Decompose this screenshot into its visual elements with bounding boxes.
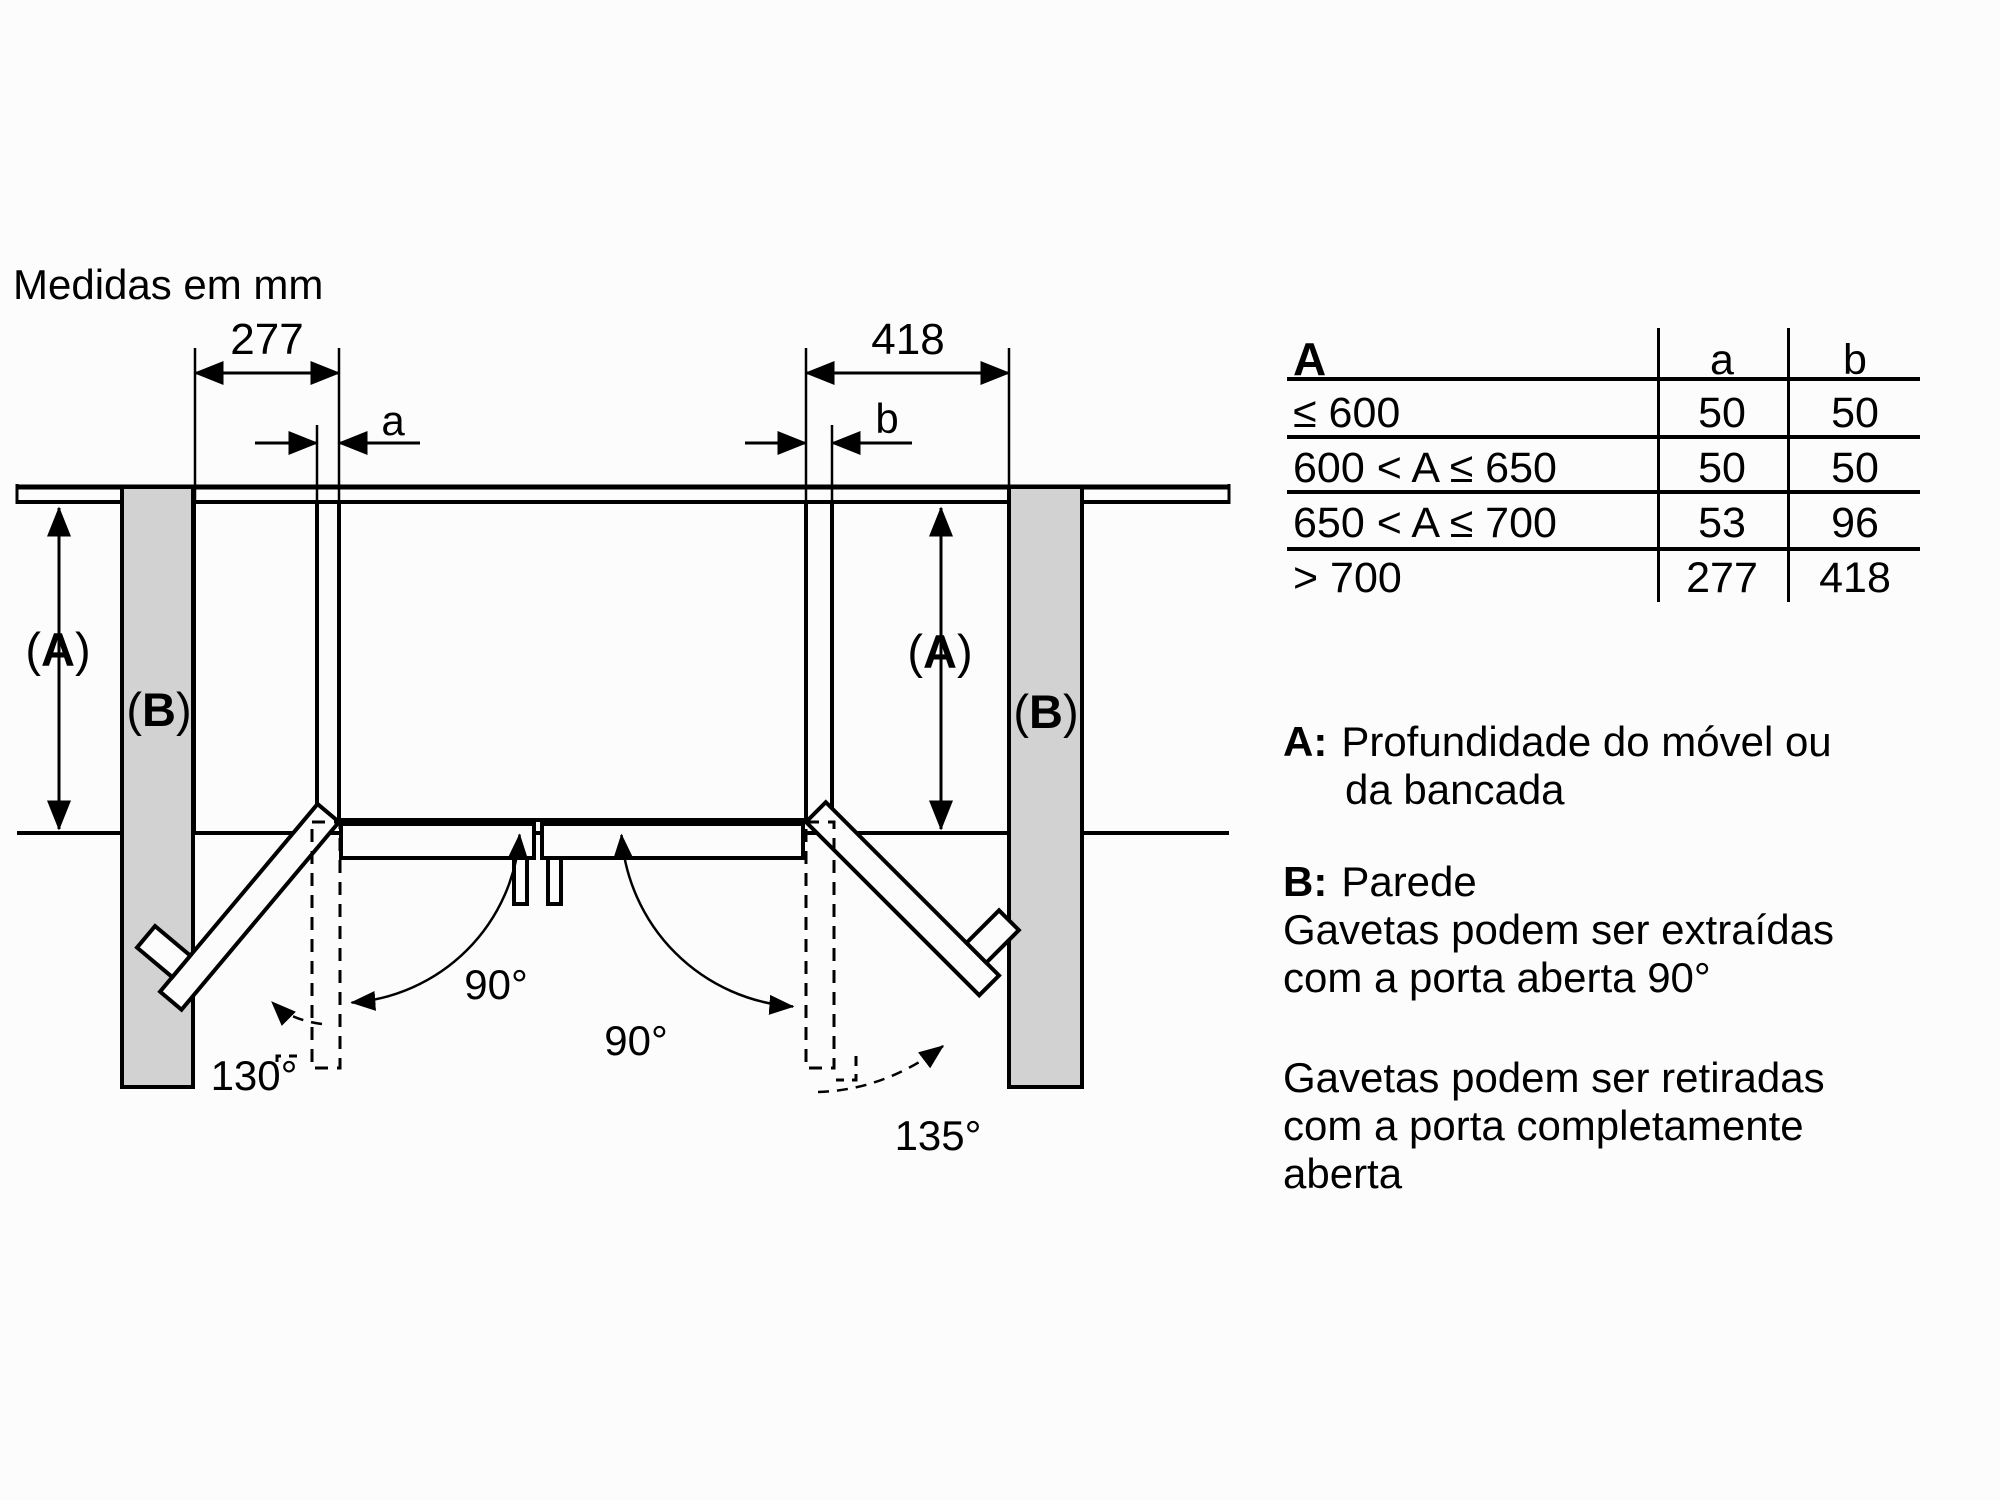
note-b-line3: com a porta aberta 90° [1283, 954, 1711, 1001]
table-rule [1287, 435, 1920, 439]
dim-277-label: 277 [230, 315, 304, 364]
appliance-front [339, 822, 805, 906]
wall-right [1007, 485, 1084, 1089]
table-rule [1287, 547, 1920, 551]
table-rule [1287, 377, 1920, 381]
note-c-line2: com a porta completamente [1283, 1102, 1804, 1149]
table-row-a: 53 [1698, 499, 1746, 547]
door-left-90-dashed [310, 820, 342, 1070]
note-a-line1: A:Profundidade do móvel ou [1283, 718, 1832, 765]
table-row-a: 50 [1698, 444, 1746, 492]
wall-label-right: (B) [1013, 685, 1079, 738]
diagram-title: Medidas em mm [13, 261, 324, 308]
dim-a-label: a [381, 397, 405, 444]
angle-135-label: 135° [894, 1112, 982, 1159]
table-row-b: 96 [1831, 499, 1879, 547]
dimension-b [745, 425, 912, 500]
table-column-line [1787, 328, 1790, 602]
door-right-handle [963, 907, 1022, 966]
table-row-b: 50 [1831, 444, 1879, 492]
angle-90-right-label: 90° [604, 1017, 668, 1064]
note-c-line1: Gavetas podem ser retiradas [1283, 1054, 1825, 1101]
arc-130-pointer [271, 1001, 323, 1026]
note-b-line2: Gavetas podem ser extraídas [1283, 906, 1834, 953]
depth-label-left: (A) [25, 623, 91, 676]
table-header-range: A [1293, 333, 1327, 385]
wall-label-left: (B) [126, 683, 192, 736]
dimension-418 [804, 348, 1011, 500]
table-row-b: 418 [1819, 554, 1891, 602]
table-row-b: 50 [1831, 389, 1879, 437]
door-right-corner-mark [836, 1056, 858, 1082]
table-row-a: 277 [1686, 554, 1758, 602]
door-left-open [134, 801, 342, 1013]
cabinet-right [830, 500, 1011, 835]
dimension-277 [193, 348, 341, 500]
dim-b-label: b [875, 395, 899, 442]
angle-130-label: 130° [210, 1052, 298, 1099]
door-right-open [803, 799, 1022, 999]
cabinet-left [192, 500, 319, 835]
table-row-range: 600 < A ≤ 650 [1293, 444, 1557, 492]
table-header-b: b [1843, 336, 1867, 384]
appliance-body [337, 500, 808, 822]
note-a-line2: da bancada [1345, 766, 1565, 813]
table-row-range: > 700 [1293, 554, 1402, 602]
note-b-line1: B:Parede [1283, 858, 1477, 905]
arc-135-pointer [817, 1045, 944, 1094]
door-left-handle [134, 923, 194, 980]
dim-418-label: 418 [871, 315, 945, 364]
arc-90-right [613, 833, 795, 1015]
table-row-range: 650 < A ≤ 700 [1293, 499, 1557, 547]
table-rule [1287, 490, 1920, 494]
table-row-range: ≤ 600 [1293, 389, 1401, 437]
arc-90-left [350, 833, 528, 1011]
note-c-line3: aberta [1283, 1150, 1403, 1197]
table-header-a: a [1710, 336, 1734, 384]
door-right-90-dashed [804, 820, 836, 1070]
dimension-a [255, 425, 420, 500]
table-column-line [1657, 328, 1660, 602]
angle-90-left-label: 90° [464, 961, 528, 1008]
table-row-a: 50 [1698, 389, 1746, 437]
depth-label-right: (A) [907, 625, 973, 678]
door-left-corner-mark [275, 1054, 297, 1080]
